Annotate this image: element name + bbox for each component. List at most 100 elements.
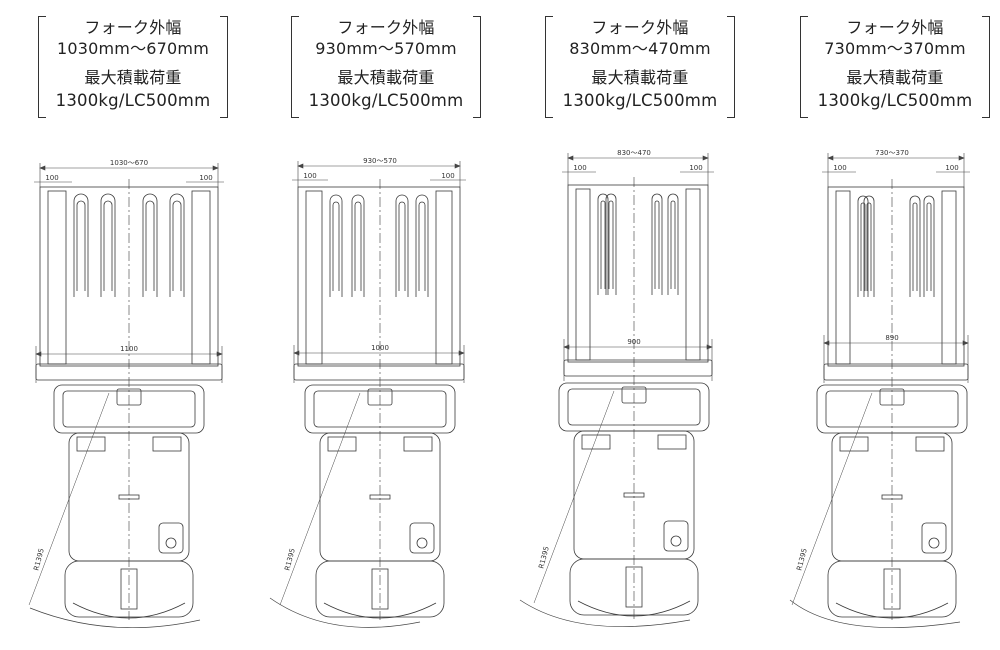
turning-radius-arc-4 — [789, 599, 961, 628]
fork-right — [941, 190, 957, 365]
dim-label-turning-radius: R1395 — [283, 547, 297, 571]
dim-label-side-left: 100 — [573, 164, 586, 172]
rear-counterweight — [569, 558, 699, 616]
dim-label-side-left: 100 — [303, 172, 316, 180]
dim-arrow — [458, 350, 465, 356]
fork-slot-inner — [398, 201, 406, 291]
bracket-right — [727, 16, 735, 118]
fork-left — [47, 190, 67, 365]
fork-right — [685, 188, 701, 361]
fork-slot-inner — [608, 200, 614, 289]
fork-slot — [415, 194, 429, 297]
fork-slot — [857, 195, 869, 297]
fork-width-range: 830mm～470mm — [569, 39, 711, 58]
fork-slot — [395, 194, 409, 297]
max-load-value: 1300kg/LC500mm — [308, 91, 464, 110]
dim-label-side-right: 100 — [689, 164, 702, 172]
fork-slot — [651, 193, 663, 295]
bracket-left — [545, 16, 553, 118]
fork-slot — [863, 195, 875, 297]
truck-body-3 — [558, 382, 710, 617]
turning-radius-arc-1 — [29, 607, 201, 629]
handle — [369, 494, 391, 500]
lift-cylinder — [367, 388, 393, 406]
dim-label-side-right: 100 — [441, 172, 454, 180]
fork-slot-inner — [600, 200, 606, 289]
dim-arrow — [39, 165, 46, 171]
forklift-drawing-3 — [563, 177, 713, 620]
dim-arrow — [297, 163, 304, 169]
fork-slot — [169, 193, 185, 297]
fork-slot — [100, 193, 116, 297]
spec-box-2: フォーク外幅 930mm～570mm 最大積載荷重 1300kg/LC500mm — [291, 12, 481, 120]
fork-slot — [667, 193, 679, 295]
fork-width-range: 730mm～370mm — [824, 39, 966, 58]
dim-label-fork-range: 730～370 — [875, 149, 909, 157]
control-box — [409, 522, 435, 554]
dim-label-base-width: 900 — [627, 338, 640, 346]
dim-label-side-right: 100 — [945, 164, 958, 172]
control-box — [663, 520, 689, 552]
drive-unit — [883, 568, 901, 610]
truck-body-4 — [816, 384, 968, 619]
bracket-right — [220, 16, 228, 118]
fork-slot-inner — [76, 200, 86, 291]
panel-right — [403, 436, 433, 452]
fork-slot-inner — [912, 202, 918, 291]
bracket-left — [38, 16, 46, 118]
lift-cylinder — [116, 388, 142, 406]
tiller-arc — [72, 602, 186, 619]
forklift-drawing-2 — [293, 179, 465, 620]
panel-right — [915, 436, 945, 452]
dimension-top-1 — [34, 163, 224, 383]
bracket-right — [473, 16, 481, 118]
handle — [881, 494, 903, 500]
key-switch — [670, 535, 682, 547]
fork-width-heading: フォーク外幅 — [337, 18, 435, 37]
radius-line — [533, 390, 615, 604]
fork-slot — [73, 193, 89, 297]
handle — [623, 492, 645, 498]
dim-arrow — [567, 155, 574, 161]
mast-inner — [313, 390, 447, 428]
fork-width-heading: フォーク外幅 — [591, 18, 689, 37]
forklift-drawing-1 — [35, 179, 223, 620]
max-load-heading: 最大積載荷重 — [591, 68, 689, 87]
max-load-value: 1300kg/LC500mm — [55, 91, 211, 110]
dim-arrow — [962, 340, 969, 346]
dim-label-base-width: 890 — [885, 334, 898, 342]
drive-unit — [371, 568, 389, 610]
fork-right — [191, 190, 211, 365]
dim-arrow — [827, 155, 834, 161]
fork-left — [575, 188, 591, 361]
fork-slot-inner — [860, 202, 866, 291]
panel-left — [327, 436, 357, 452]
rear-counterweight — [827, 560, 957, 618]
dim-arrow — [702, 155, 709, 161]
fork-width-range: 1030mm～670mm — [56, 39, 209, 58]
fork-slot — [329, 194, 343, 297]
dim-label-side-right: 100 — [199, 174, 212, 182]
tiller-arc — [835, 602, 949, 619]
lift-cylinder — [621, 386, 647, 404]
rear-counterweight — [64, 560, 194, 618]
dim-arrow — [35, 351, 42, 357]
max-load-heading: 最大積載荷重 — [846, 68, 944, 87]
drive-unit — [120, 568, 138, 610]
fork-slot-inner — [866, 202, 872, 291]
dim-arrow — [212, 165, 219, 171]
fork-slot-inner — [145, 200, 155, 291]
dimension-top-2 — [292, 161, 466, 383]
fork-left — [835, 190, 851, 365]
dim-label-fork-range: 930～570 — [363, 157, 397, 165]
dim-arrow — [706, 344, 713, 350]
panel-right — [657, 434, 687, 450]
drive-unit — [625, 566, 643, 608]
fork-slot — [351, 194, 365, 297]
spec-box-3: フォーク外幅 830mm～470mm 最大積載荷重 1300kg/LC500mm — [545, 12, 735, 120]
handle — [118, 494, 140, 500]
dim-label-turning-radius: R1395 — [32, 547, 46, 571]
max-load-value: 1300kg/LC500mm — [562, 91, 718, 110]
panel-left — [581, 434, 611, 450]
dim-arrow — [216, 351, 223, 357]
